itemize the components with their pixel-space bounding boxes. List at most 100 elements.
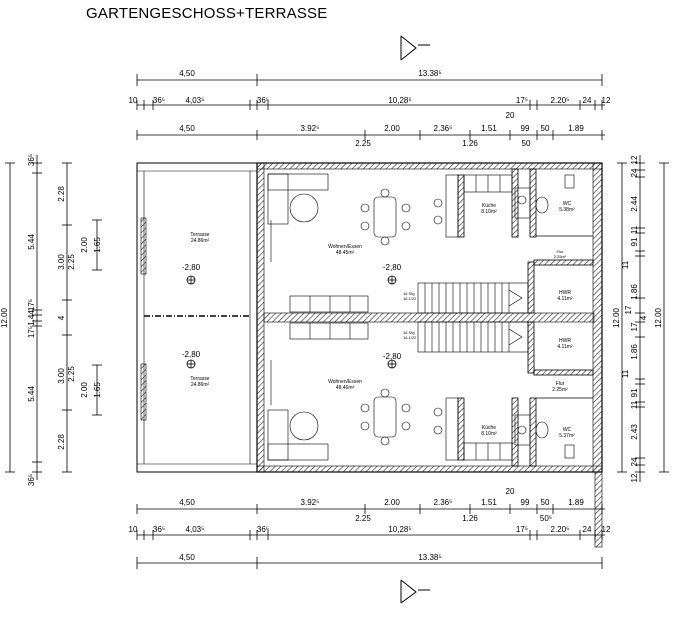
- room-level: -2,80: [383, 352, 402, 361]
- dim-label: 36⁵: [27, 154, 36, 166]
- dim-label: 50: [541, 498, 550, 507]
- dim-label: 99: [521, 124, 530, 133]
- dimension-lines-right: [617, 155, 669, 482]
- dimension-lines-top: [136, 74, 605, 140]
- dim-label: 10: [129, 96, 138, 105]
- dim-label: 1.51: [481, 498, 497, 507]
- dim-label: 4,03⁵: [186, 96, 205, 105]
- stair-label: 16.1/22: [403, 335, 417, 340]
- room-area: 24.86m²: [191, 238, 210, 244]
- dimension-labels-top: 4,50 13.38⁵ 10 36⁵ 4,03⁵ 36⁵ 10,28⁵ 17⁵ …: [129, 69, 611, 148]
- dim-label: 11: [630, 225, 639, 234]
- dim-label: 4,50: [179, 124, 195, 133]
- room-name: Terrasse: [190, 376, 209, 382]
- dim-label: 36⁵: [153, 96, 165, 105]
- dim-label: 1.86: [630, 344, 639, 360]
- dim-label: 12.00: [612, 307, 621, 328]
- dimension-labels-right: 12.00 12.00 12 24 2.44 11 91 11 1.86 17 …: [612, 155, 663, 482]
- dim-label: 2.25: [67, 254, 76, 270]
- room-name: HWR: [559, 290, 571, 296]
- dim-label: 50: [522, 139, 531, 148]
- dim-label: 3.92⁵: [301, 124, 320, 133]
- dim-label: 3.00: [57, 368, 66, 384]
- dim-label: 5.44: [27, 234, 36, 250]
- dim-label: 2.00: [80, 382, 89, 398]
- dim-label: 1.89: [568, 124, 584, 133]
- level-markers: [186, 275, 397, 369]
- stair-label: 16.1/22: [403, 296, 417, 301]
- dim-label: 1.44: [27, 310, 36, 326]
- dim-label: 2.00: [384, 124, 400, 133]
- dim-label: 36⁵: [27, 474, 36, 486]
- room-labels: Terrasse 24.86m² -2,80 -2,80 Terrasse 24…: [182, 201, 575, 439]
- room-name: HWR: [559, 338, 571, 344]
- stair-label: 16 Stg: [403, 330, 415, 335]
- dim-label: 2.20⁵: [551, 525, 570, 534]
- room-area: 8.10m²: [481, 209, 497, 215]
- dim-label: 2.28: [57, 434, 66, 450]
- dim-label: 13.38⁵: [418, 69, 441, 78]
- room-area: 24.86m²: [191, 382, 210, 388]
- dim-label: 4,50: [179, 498, 195, 507]
- dim-label: 10: [129, 525, 138, 534]
- dim-label: 20: [506, 487, 515, 496]
- room-area: 4.11m²: [557, 344, 573, 350]
- dim-label: 3.92⁵: [301, 498, 320, 507]
- dim-label: 36⁵: [153, 525, 165, 534]
- room-name: Wohnen/Essen: [328, 244, 362, 250]
- dimension-labels-left: 12.00 36⁵ 5.44 17⁵ 1.44 17⁵ 5.44 36⁵ 2.2…: [0, 154, 102, 486]
- dim-label: 17⁵: [27, 326, 36, 338]
- dim-label: 5.44: [27, 386, 36, 402]
- dim-label: 36⁵: [257, 525, 269, 534]
- dim-label: 3.00: [57, 254, 66, 270]
- dim-label: 50: [541, 124, 550, 133]
- dim-label: 20: [506, 111, 515, 120]
- room-name: Terrasse: [190, 232, 209, 238]
- room-name: Küche: [482, 203, 496, 209]
- dim-label: 99: [521, 498, 530, 507]
- dim-label: 17⁵: [516, 525, 528, 534]
- dim-label: 4: [639, 315, 648, 320]
- dim-label: 11: [621, 369, 630, 378]
- room-area: 5.37m²: [559, 433, 575, 439]
- dim-label: 17⁵: [27, 299, 36, 311]
- room-name: Küche: [482, 425, 496, 431]
- stair-labels: 16 Stg 16.1/22 16 Stg 16.1/22: [403, 291, 417, 340]
- section-marker-top: [400, 35, 430, 61]
- dim-label: 36⁵: [257, 96, 269, 105]
- dim-label: 91: [630, 388, 639, 397]
- outer-walls: [256, 162, 603, 548]
- dim-label: 91: [630, 237, 639, 246]
- dim-label: 12: [602, 525, 611, 534]
- dim-label: 11: [621, 260, 630, 269]
- dim-label: 2.25: [355, 514, 371, 523]
- room-level: -2,80: [383, 263, 402, 272]
- dim-label: 12: [602, 96, 611, 105]
- dimension-lines-left: [5, 155, 102, 480]
- dim-label: 17: [624, 305, 633, 314]
- section-marker-bottom: [400, 579, 430, 604]
- dim-label: 2.00: [80, 237, 89, 253]
- dimension-labels-bottom: 20 4,50 3.92⁵ 2.00 2.36⁵ 1.51 99 50 1.89…: [129, 487, 611, 562]
- dim-label: 24: [630, 168, 639, 177]
- dim-label: 4,03⁵: [186, 525, 205, 534]
- dim-label: 4,50: [179, 69, 195, 78]
- room-area: 4.11m²: [557, 296, 573, 302]
- dim-label: 4,50: [179, 553, 195, 562]
- stair-label: 16 Stg: [403, 291, 415, 296]
- dim-label: 1.89: [568, 498, 584, 507]
- terrace-area: [136, 162, 272, 473]
- dim-label: 17: [630, 322, 639, 331]
- dim-label: 2.36⁵: [434, 124, 453, 133]
- dim-label: 12: [630, 473, 639, 482]
- dim-label: 2.44: [630, 196, 639, 212]
- furniture: [267, 173, 575, 461]
- dim-label: 24: [630, 457, 639, 466]
- room-name: WC: [563, 201, 572, 207]
- dim-label: 11: [630, 400, 639, 409]
- dim-label: 12: [630, 155, 639, 164]
- room-name: Flur: [556, 381, 565, 387]
- dim-label: 2.36⁵: [434, 498, 453, 507]
- dim-label: 2.25: [67, 366, 76, 382]
